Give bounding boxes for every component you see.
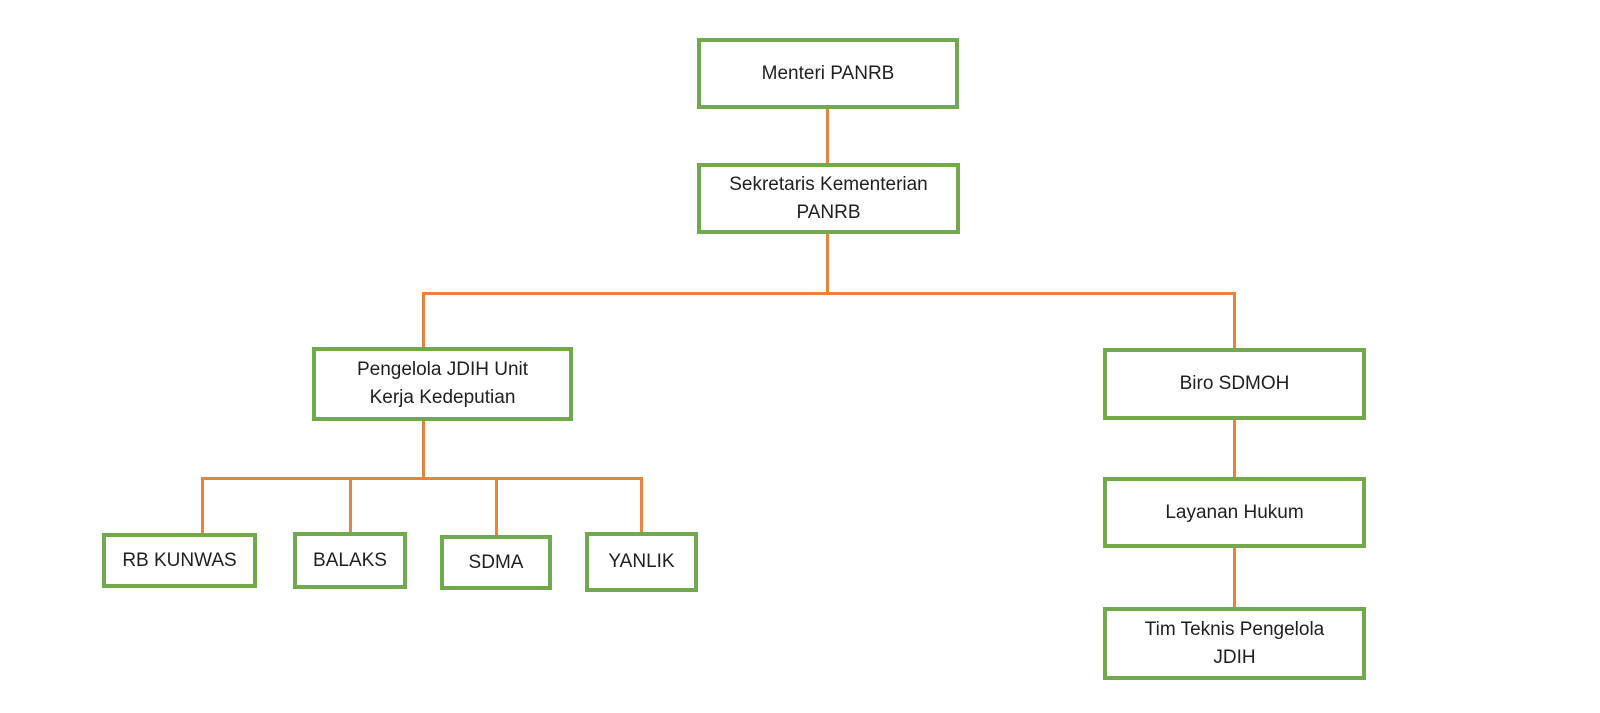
org-node-sekretaris-kementerian-panrb-label: Sekretaris Kementerian PANRB bbox=[729, 173, 928, 223]
org-node-menteri-panrb-label: Menteri PANRB bbox=[761, 62, 895, 84]
org-node-biro-sdmoh: Biro SDMOH bbox=[1103, 348, 1366, 420]
org-node-yanlik: YANLIK bbox=[585, 532, 698, 592]
connector-branch-bar-children bbox=[201, 477, 643, 480]
org-node-pengelola-jdih-unit-kerja-kedeputian: Pengelola JDIH Unit Kerja Kedeputian bbox=[312, 347, 573, 421]
connector-biro-to-layanan bbox=[1233, 420, 1236, 477]
connector-drop-to-sdma bbox=[495, 477, 498, 535]
org-node-balaks: BALAKS bbox=[293, 532, 407, 589]
connector-branch-bar-top bbox=[422, 292, 1236, 295]
org-node-layanan-hukum-label: Layanan Hukum bbox=[1165, 501, 1304, 523]
connector-pengelola-stem bbox=[422, 421, 425, 478]
org-node-sekretaris-kementerian-panrb: Sekretaris Kementerian PANRB bbox=[697, 163, 960, 234]
org-node-pengelola-jdih-unit-kerja-kedeputian-label: Pengelola JDIH Unit Kerja Kedeputian bbox=[356, 359, 529, 408]
org-node-menteri-panrb: Menteri PANRB bbox=[697, 38, 959, 109]
connector-layanan-to-tim bbox=[1233, 548, 1236, 607]
connector-drop-to-biro bbox=[1233, 292, 1236, 348]
connector-drop-to-rb-kunwas bbox=[201, 477, 204, 533]
org-node-rb-kunwas: RB KUNWAS bbox=[102, 533, 257, 588]
org-node-layanan-hukum: Layanan Hukum bbox=[1103, 477, 1366, 548]
org-node-sdma-label: SDMA bbox=[468, 551, 524, 573]
org-node-tim-teknis-pengelola-jdih: Tim Teknis Pengelola JDIH bbox=[1103, 607, 1366, 680]
connector-sekretaris-stem bbox=[826, 234, 829, 293]
org-node-biro-sdmoh-label: Biro SDMOH bbox=[1179, 373, 1290, 394]
org-node-yanlik-label: YANLIK bbox=[608, 551, 675, 572]
connector-menteri-to-sekretaris bbox=[826, 109, 829, 163]
org-node-tim-teknis-pengelola-jdih-label: Tim Teknis Pengelola JDIH bbox=[1144, 618, 1325, 668]
connector-drop-to-pengelola bbox=[422, 292, 425, 347]
org-node-rb-kunwas-label: RB KUNWAS bbox=[122, 549, 237, 571]
connector-drop-to-yanlik bbox=[640, 477, 643, 532]
connector-drop-to-balaks bbox=[349, 477, 352, 532]
org-node-sdma: SDMA bbox=[440, 535, 552, 590]
org-node-balaks-label: BALAKS bbox=[313, 549, 387, 571]
